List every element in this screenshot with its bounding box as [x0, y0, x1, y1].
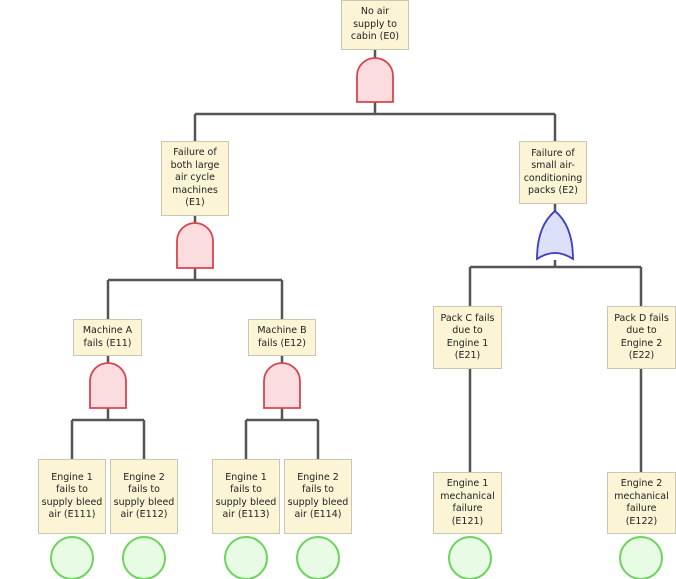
basic-event-circle [296, 536, 340, 579]
event-e11: Machine A fails (E11) [73, 319, 142, 356]
basic-event-circle [448, 536, 492, 579]
and-gate-icon [263, 362, 301, 409]
event-e0: No air supply to cabin (E0) [341, 0, 409, 50]
event-e21: Pack C fails due to Engine 1 (E21) [433, 306, 502, 369]
and-gate-icon [176, 222, 214, 269]
basic-event-circle [50, 536, 94, 579]
and-gate-icon [356, 57, 394, 103]
or-gate-icon [536, 209, 574, 261]
basic-event-circle [224, 536, 268, 579]
basic-event-circle [122, 536, 166, 579]
basic-events [50, 536, 663, 579]
event-e22: Pack D fails due to Engine 2 (E22) [607, 306, 676, 369]
event-e121: Engine 1 mechanical failure (E121) [433, 472, 502, 534]
tree-lines [70, 50, 643, 472]
basic-event-circle [619, 536, 663, 579]
event-e112: Engine 2 fails to supply bleed air (E112… [110, 459, 178, 534]
event-e113: Engine 1 fails to supply bleed air (E113… [212, 459, 280, 534]
event-e2: Failure of small air-conditioning packs … [519, 141, 587, 204]
event-e122: Engine 2 mechanical failure (E122) [607, 472, 676, 534]
event-e114: Engine 2 fails to supply bleed air (E114… [284, 459, 352, 534]
event-e111: Engine 1 fails to supply bleed air (E111… [38, 459, 106, 534]
and-gate-icon [89, 362, 127, 409]
event-e1: Failure of both large air cycle machines… [161, 141, 229, 216]
event-e12: Machine B fails (E12) [248, 319, 316, 356]
